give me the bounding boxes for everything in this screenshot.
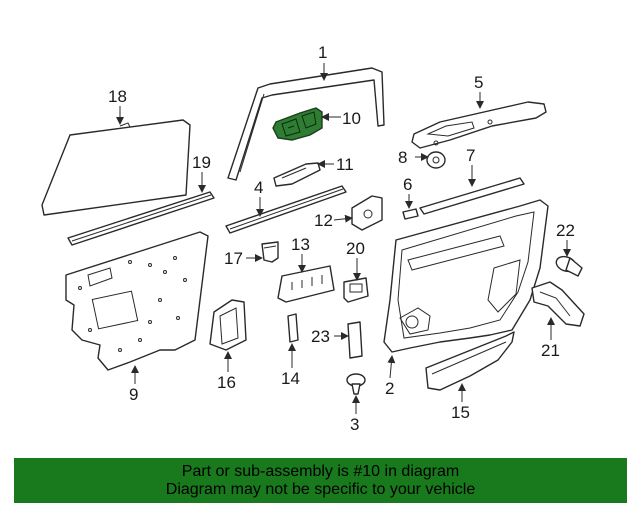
part-23-strip[interactable]	[347, 321, 363, 359]
part-6-pad[interactable]	[402, 208, 419, 220]
part-5-armrest-trim[interactable]	[411, 101, 547, 149]
callout-14: 14	[281, 369, 300, 388]
part-22-clip[interactable]	[554, 254, 583, 277]
part-13-switch-assembly[interactable]	[277, 265, 335, 303]
leader-lines	[116, 63, 571, 414]
callout-1: 1	[318, 43, 327, 62]
part-1-window-frame[interactable]	[227, 67, 385, 181]
callout-20: 20	[346, 239, 365, 258]
callout-15: 15	[451, 403, 470, 422]
part-7-trim-strip[interactable]	[419, 177, 525, 215]
part-21-bracket[interactable]	[531, 281, 585, 327]
callout-4: 4	[254, 178, 263, 197]
callout-7: 7	[466, 146, 475, 165]
callout-21: 21	[541, 341, 560, 360]
part-11-inside-handle[interactable]	[273, 162, 321, 187]
part-15-lower-trim[interactable]	[425, 331, 515, 391]
part-10-handle-bracket-highlighted[interactable]	[272, 107, 323, 141]
callout-13: 13	[291, 235, 310, 254]
callout-12: 12	[314, 211, 333, 230]
part-19-weatherstrip[interactable]	[67, 191, 215, 246]
callout-16: 16	[217, 373, 236, 392]
part-4-belt-moulding[interactable]	[225, 185, 347, 234]
callout-2: 2	[385, 379, 394, 398]
callout-19: 19	[192, 153, 211, 172]
part-20-switch[interactable]	[343, 277, 369, 303]
callout-labels: 1 10 11 5 8 7 6 4 18 19 12 20 13 17 22 2…	[108, 43, 575, 434]
info-banner: Part or sub-assembly is #10 in diagram D…	[14, 458, 627, 503]
callout-3: 3	[350, 415, 359, 434]
callout-6: 6	[403, 175, 412, 194]
part-16-speaker-grille[interactable]	[209, 299, 247, 351]
callout-17: 17	[224, 249, 243, 268]
part-12-switch-bezel[interactable]	[351, 195, 383, 231]
callout-18: 18	[108, 87, 127, 106]
callout-8: 8	[398, 148, 407, 167]
callout-11: 11	[336, 155, 354, 174]
callout-23: 23	[311, 327, 330, 346]
part-2-door-trim-panel[interactable]	[383, 199, 549, 353]
part-14-bracket[interactable]	[287, 313, 299, 343]
part-9-door-shield[interactable]	[65, 231, 209, 371]
banner-line-1: Part or sub-assembly is #10 in diagram	[181, 463, 460, 480]
callout-5: 5	[474, 73, 483, 92]
callout-9: 9	[129, 385, 138, 404]
banner-line-2: Diagram may not be specific to your vehi…	[165, 481, 476, 498]
part-17-clip[interactable]	[261, 241, 279, 263]
callout-10: 10	[342, 109, 361, 128]
part-8-disc[interactable]	[426, 151, 446, 169]
part-3-push-pin[interactable]	[346, 373, 366, 395]
callout-22: 22	[556, 221, 575, 240]
part-18-glass[interactable]	[41, 119, 191, 216]
